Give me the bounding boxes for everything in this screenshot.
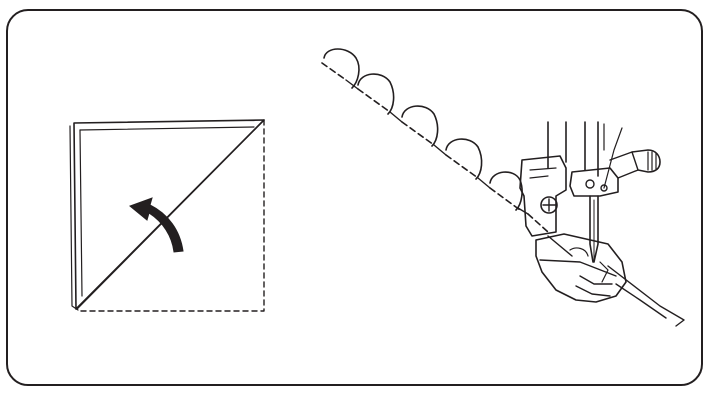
sewing-presser-foot-icon (519, 121, 685, 327)
fold-diagonal-line (76, 119, 265, 310)
dashed-fold-outline (76, 119, 265, 312)
shell-tuck-stitch-pattern (321, 48, 549, 233)
curved-arrow-icon (129, 197, 184, 253)
illustration-frame (6, 9, 703, 386)
folded-square-fabric-icon (69, 119, 265, 312)
